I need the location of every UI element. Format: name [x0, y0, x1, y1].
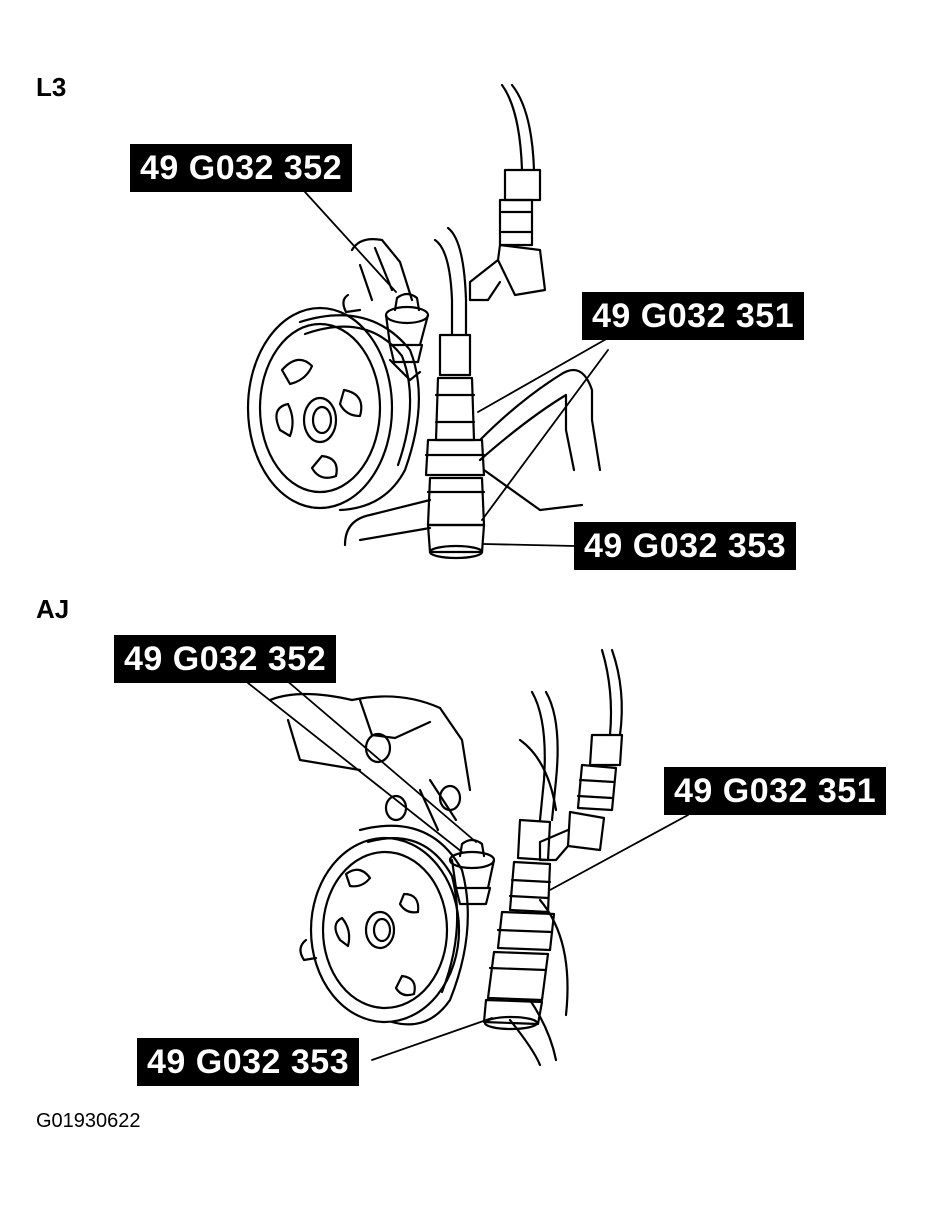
aj-leader-353 [371, 1017, 493, 1061]
aj-leader-352 [247, 682, 463, 853]
aj-leader-351 [549, 814, 689, 891]
l3-leader-352 [304, 191, 397, 293]
callout-aj-352: 49 G032 352 [114, 635, 337, 683]
section-title-aj: AJ [36, 594, 70, 624]
figure-id: G01930622 [36, 1110, 141, 1132]
callout-aj-353: 49 G032 353 [137, 1038, 360, 1086]
section-title-l3: L3 [36, 72, 67, 102]
l3-leader-351b [481, 349, 609, 521]
l3-pump-drawing [246, 83, 602, 560]
aj-pump-drawing [268, 648, 624, 1067]
l3-leader-353 [483, 543, 576, 547]
callout-aj-351: 49 G032 351 [664, 767, 887, 815]
l3-leader-351 [477, 337, 609, 413]
callout-l3-352: 49 G032 352 [130, 144, 353, 192]
callout-l3-351: 49 G032 351 [582, 292, 805, 340]
aj-leader-352b [285, 679, 477, 843]
callout-l3-353: 49 G032 353 [574, 522, 797, 570]
